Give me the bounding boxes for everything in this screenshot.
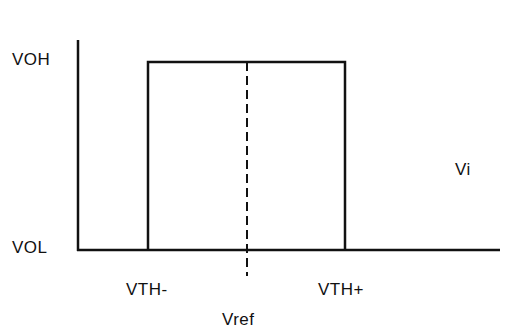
- upper-threshold-label: VTH+: [318, 280, 364, 300]
- reference-label: Vref: [222, 310, 255, 330]
- output-low-label: VOL: [12, 238, 48, 258]
- input-label: Vi: [455, 160, 471, 180]
- lower-threshold-label: VTH-: [126, 280, 168, 300]
- x-axis: [77, 249, 500, 252]
- reference-line: [246, 62, 248, 276]
- y-axis: [77, 40, 80, 251]
- output-high-label: VOH: [12, 50, 50, 70]
